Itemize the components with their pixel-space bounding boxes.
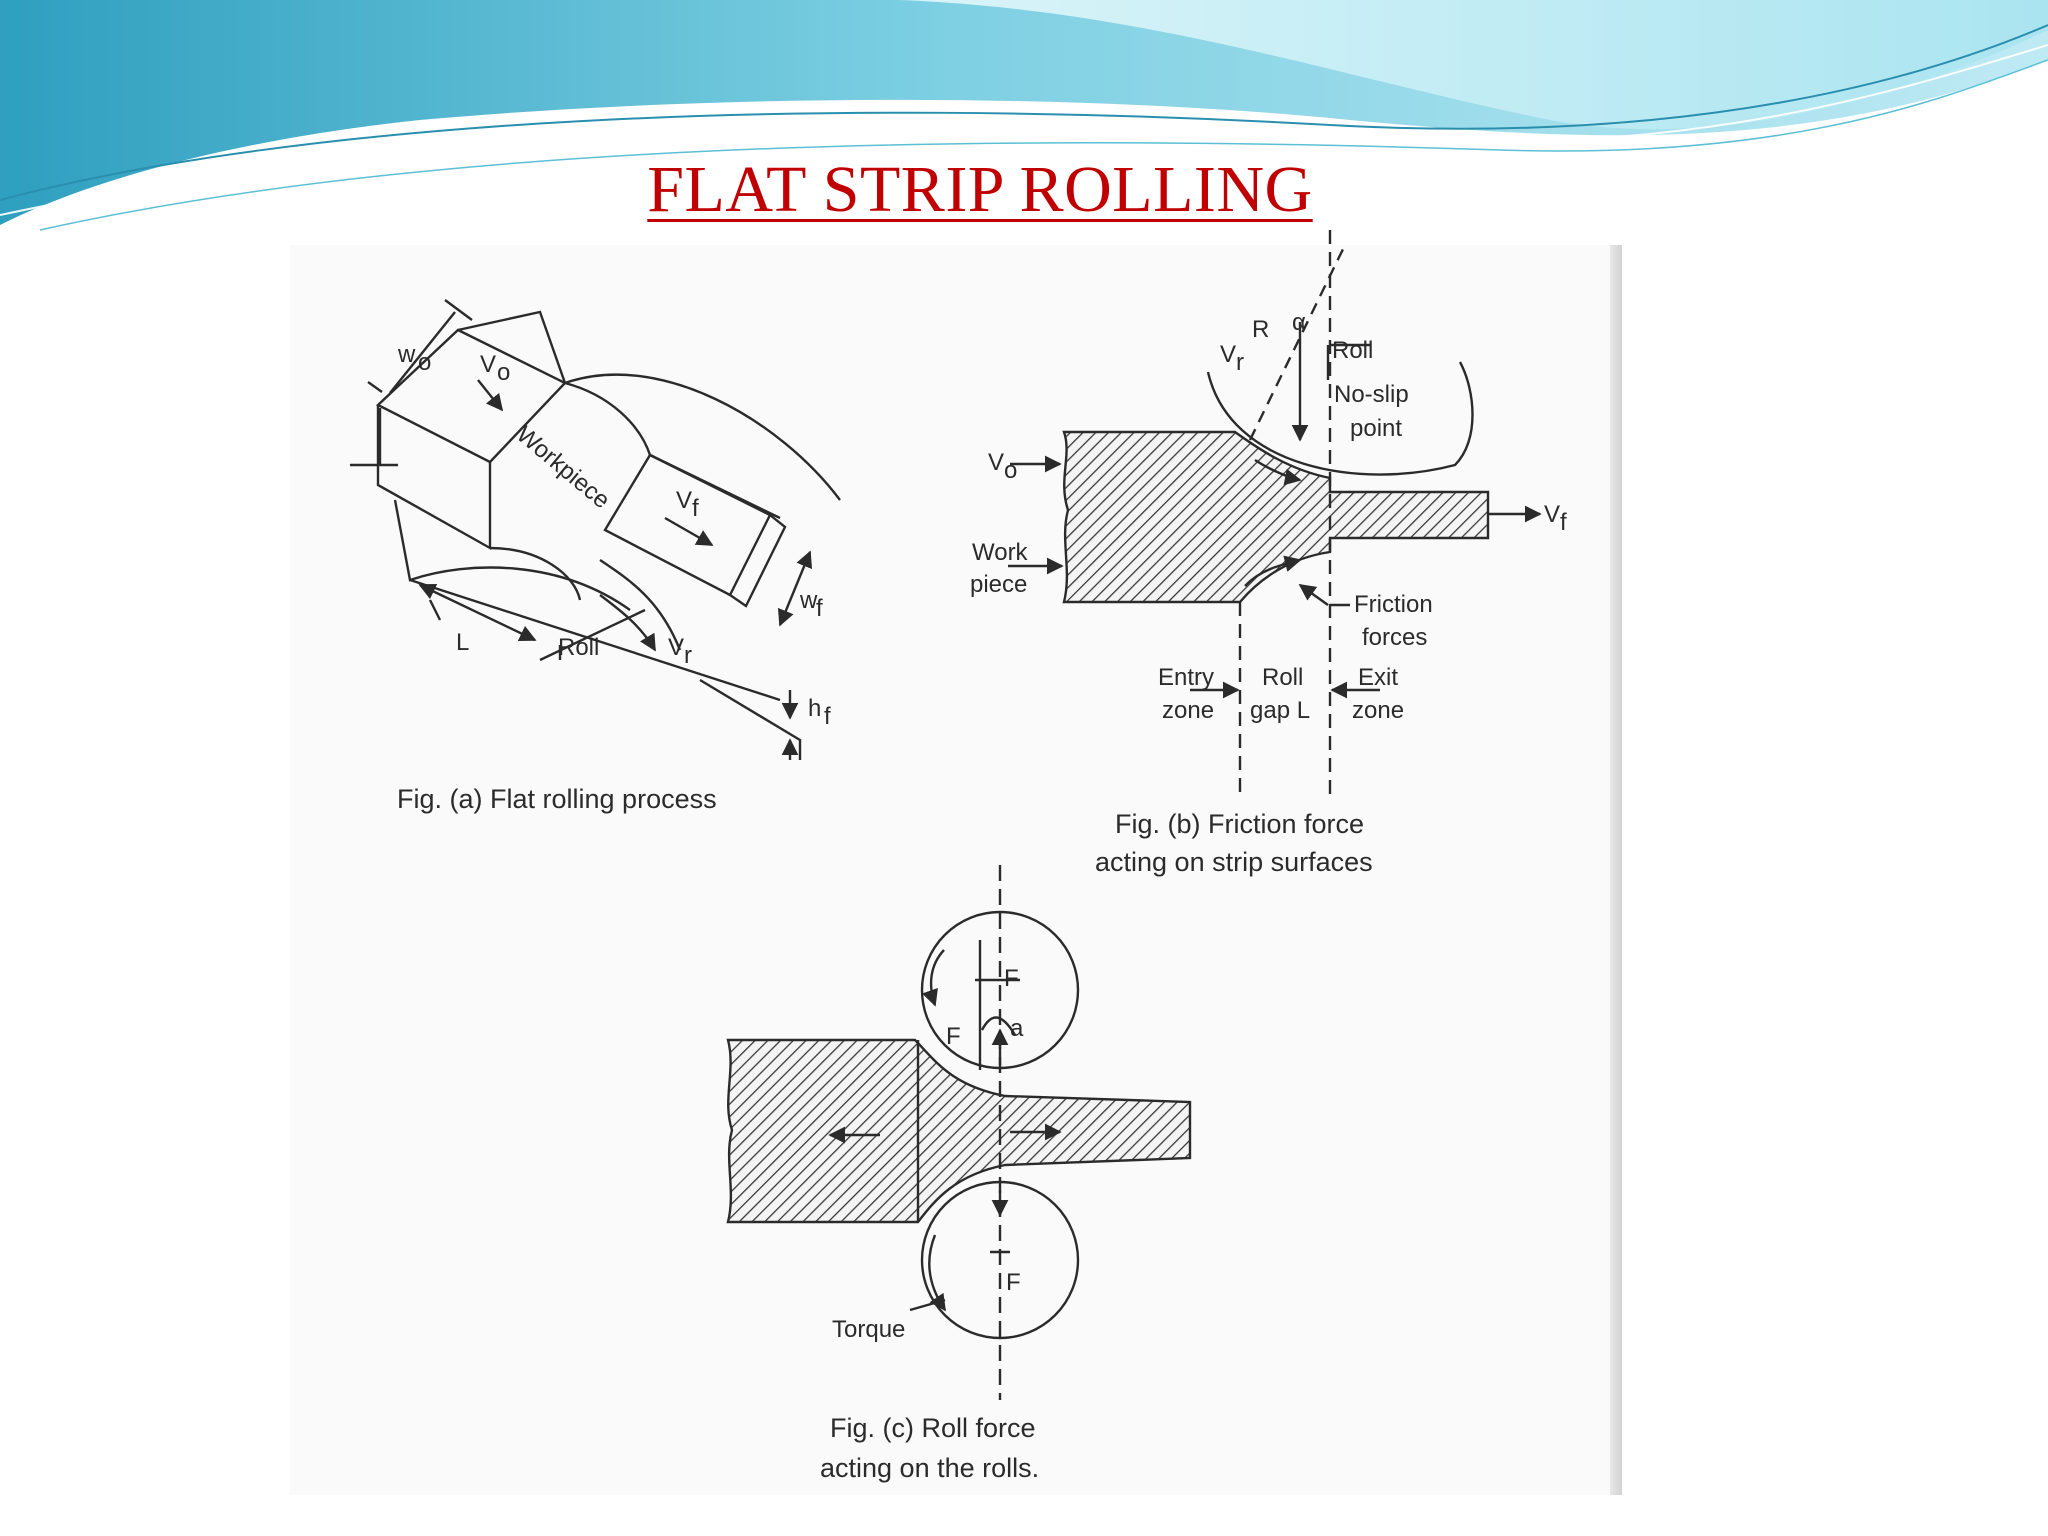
- fig-b-label-R: R: [1252, 316, 1269, 343]
- fig-c-label-F-bottom: F: [1006, 1269, 1021, 1296]
- fig-c-label-torque: Torque: [832, 1316, 905, 1343]
- fig-b-label-friction-2: forces: [1362, 624, 1427, 651]
- fig-c-drawing: [726, 865, 1192, 1400]
- slide-title: FLAT STRIP ROLLING: [647, 153, 1313, 226]
- fig-a-label-vr: V: [668, 634, 684, 661]
- fig-a-caption: Fig. (a) Flat rolling process: [397, 784, 717, 814]
- fig-a-label-wf-sub: f: [816, 595, 823, 622]
- fig-b-label-v0: V: [988, 449, 1004, 476]
- fig-b-friction: R α V r Roll No-slip point V o V f Work …: [970, 230, 1567, 877]
- fig-a-label-hf: h: [808, 695, 821, 722]
- fig-c-label-F-top: F: [1004, 965, 1019, 992]
- figure-panel-edge: [1610, 245, 1622, 1495]
- fig-b-label-vf: V: [1544, 501, 1560, 528]
- fig-a-label-v0-sub: o: [497, 359, 510, 386]
- fig-b-label-alpha: α: [1292, 309, 1306, 336]
- fig-b-caption-line2: acting on strip surfaces: [1095, 847, 1373, 877]
- fig-a-label-vr-sub: r: [684, 642, 692, 669]
- fig-b-label-roll: Roll: [1332, 337, 1373, 364]
- fig-b-caption-line1: Fig. (b) Friction force: [1115, 809, 1364, 839]
- fig-a-label-v0: V: [480, 351, 496, 378]
- header-wave-decoration: [0, 0, 2048, 231]
- fig-b-label-exit-1: Exit: [1358, 664, 1398, 691]
- fig-c-roll-force: F F a F Torque Fig. (c) Roll force actin…: [726, 865, 1192, 1483]
- fig-b-label-vr: V: [1220, 341, 1236, 368]
- fig-a-label-vf-sub: f: [692, 495, 699, 522]
- fig-a-label-hf-sub: f: [824, 703, 831, 730]
- fig-a-label-L: L: [456, 629, 469, 656]
- fig-c-label-a: a: [1010, 1015, 1024, 1042]
- fig-b-label-v0-sub: o: [1004, 457, 1017, 484]
- fig-b-label-vf-sub: f: [1560, 509, 1567, 536]
- fig-b-labels: R α V r Roll No-slip point V o V f Work …: [970, 309, 1567, 877]
- fig-b-label-roll-gap-1: Roll: [1262, 664, 1303, 691]
- fig-a-label-roll: Roll: [558, 634, 599, 661]
- fig-c-caption-line1: Fig. (c) Roll force: [830, 1413, 1036, 1443]
- fig-b-label-entry-2: zone: [1162, 697, 1214, 724]
- fig-b-label-friction-1: Friction: [1354, 591, 1433, 618]
- fig-b-label-no-slip-1: No-slip: [1334, 381, 1409, 408]
- fig-a-flat-rolling: w o V o Workpiece V f w f L Roll V r h f…: [350, 299, 841, 814]
- fig-b-label-roll-gap-2: gap L: [1250, 697, 1310, 724]
- fig-c-labels: F F a F Torque Fig. (c) Roll force actin…: [820, 965, 1039, 1483]
- fig-a-workpiece-drawing: [350, 299, 841, 760]
- fig-a-label-vf: V: [676, 487, 692, 514]
- fig-b-label-exit-2: zone: [1352, 697, 1404, 724]
- fig-a-label-wf: w: [799, 587, 818, 614]
- fig-b-label-no-slip-2: point: [1350, 415, 1402, 442]
- fig-a-label-workpiece: Workpiece: [511, 421, 615, 514]
- fig-b-label-work-2: piece: [970, 571, 1027, 598]
- fig-b-drawing: [1008, 230, 1542, 800]
- fig-b-label-work-1: Work: [972, 539, 1029, 566]
- fig-b-label-vr-sub: r: [1236, 349, 1244, 376]
- fig-a-label-w0: w: [397, 341, 416, 368]
- fig-c-label-F-left: F: [946, 1023, 961, 1050]
- fig-c-caption-line2: acting on the rolls.: [820, 1453, 1039, 1483]
- fig-a-label-w0-sub: o: [418, 349, 431, 376]
- fig-b-label-entry-1: Entry: [1158, 664, 1214, 691]
- fig-a-labels: w o V o Workpiece V f w f L Roll V r h f…: [397, 341, 831, 814]
